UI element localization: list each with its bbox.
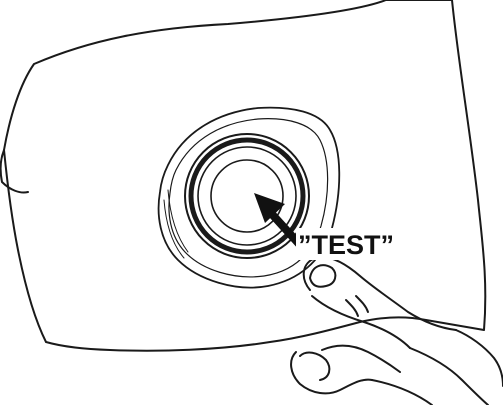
arrow-icon [254, 193, 300, 245]
device-housing [4, 0, 485, 351]
test-button-face [211, 160, 283, 232]
test-label: ”TEST” [298, 230, 394, 260]
